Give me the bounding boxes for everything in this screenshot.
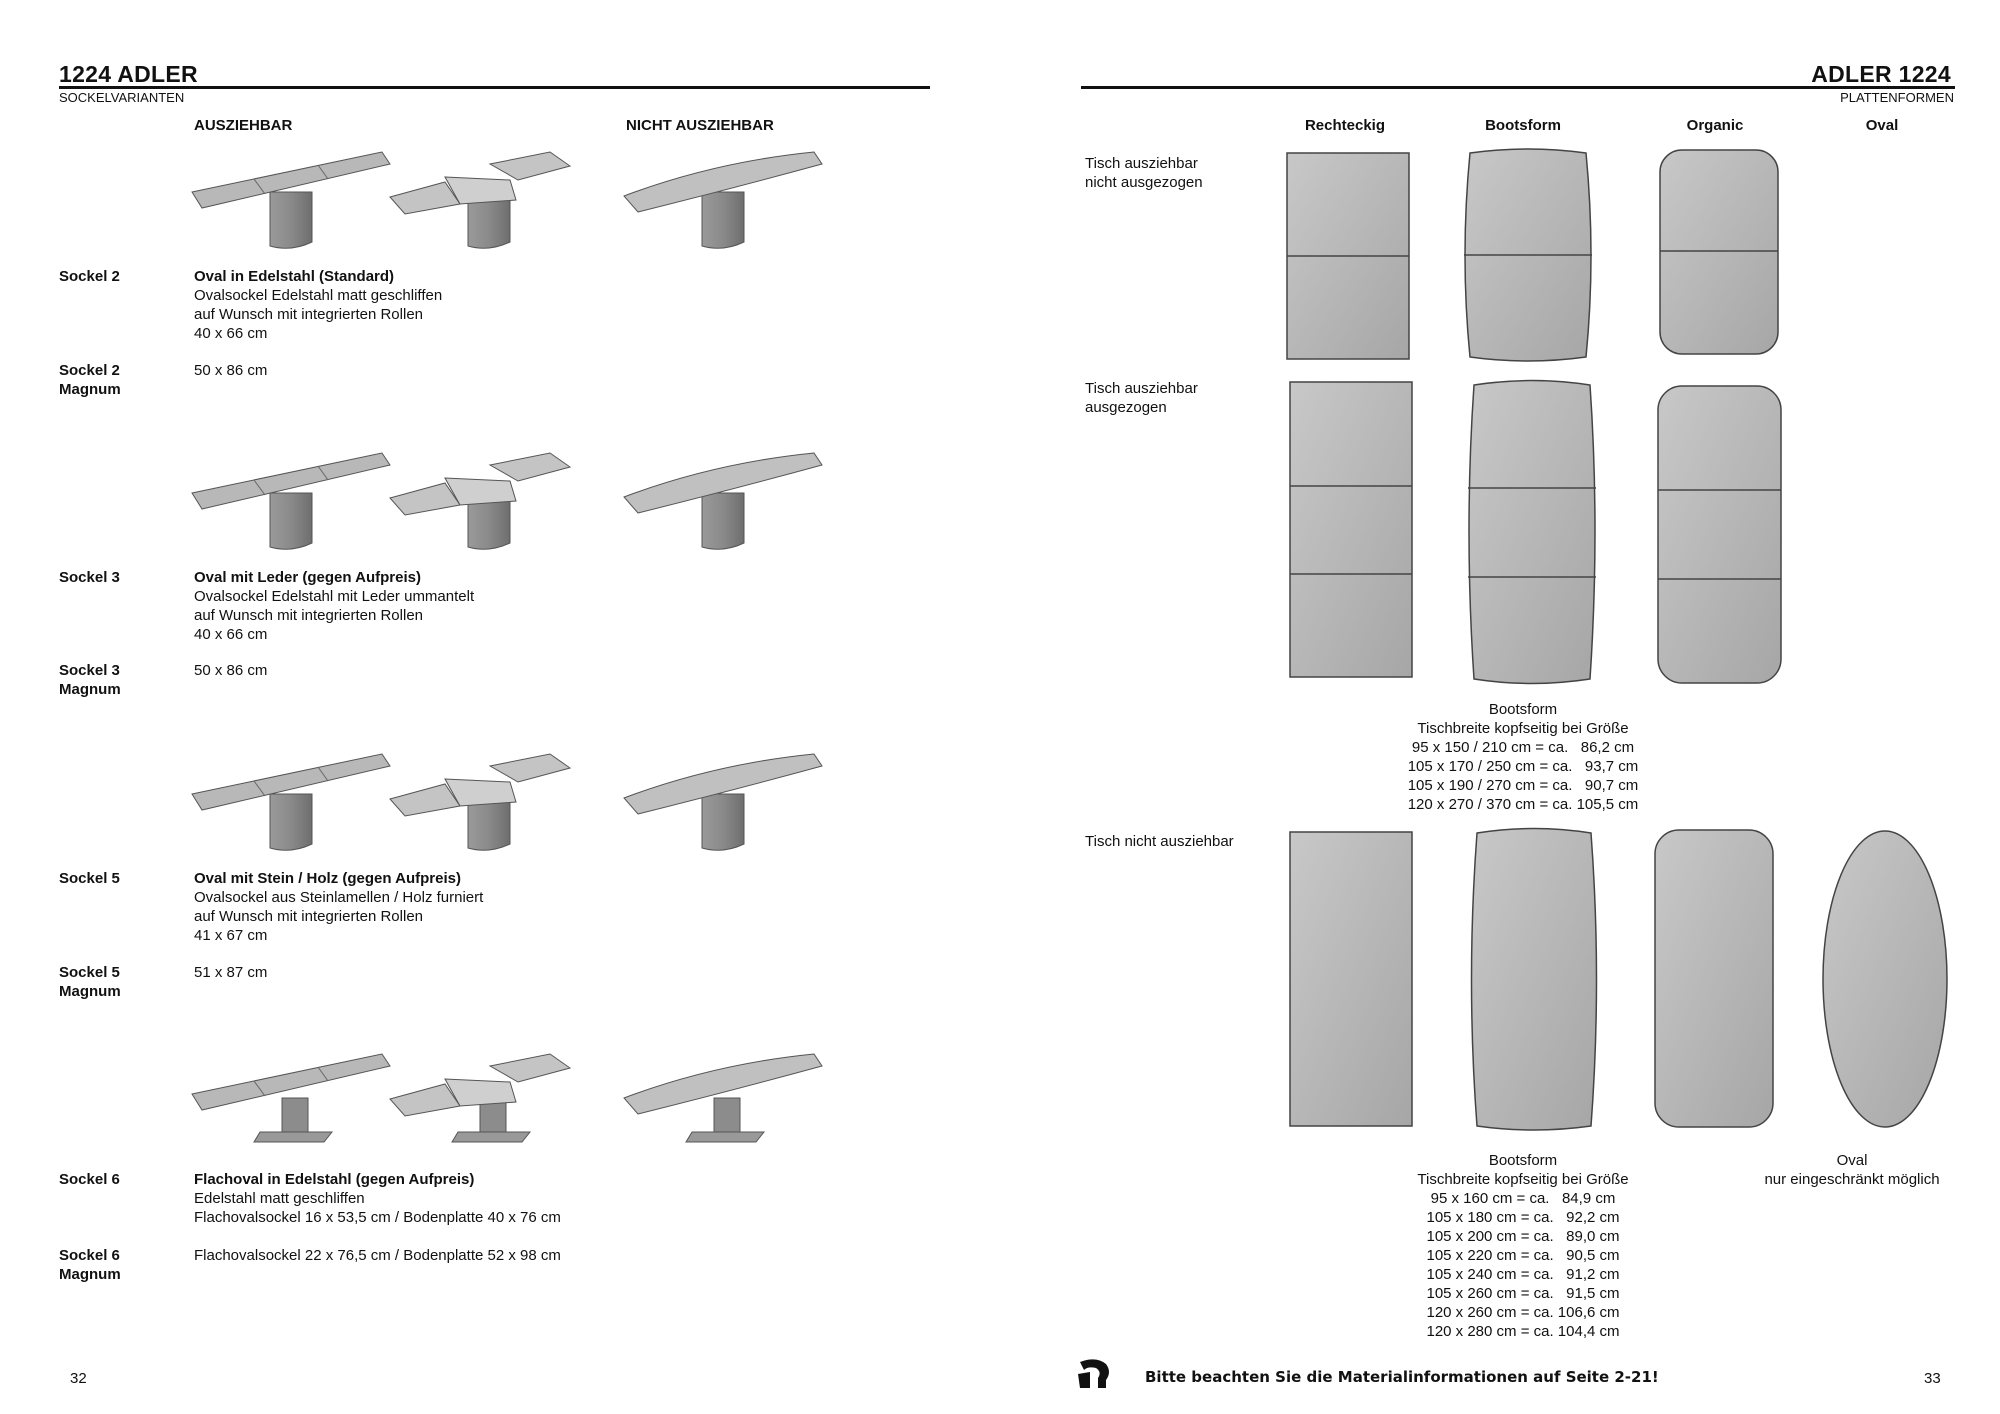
socket-description: Flachoval in Edelstahl (gegen Aufpreis)E… xyxy=(194,1171,561,1226)
socket-label: Sockel 2 xyxy=(59,268,120,285)
socket-description: Oval mit Stein / Holz (gegen Aufpreis)Ov… xyxy=(194,870,484,944)
page-number-right: 33 xyxy=(1924,1370,1941,1387)
shape-oval-fixed xyxy=(1822,830,1948,1128)
socket-label: Sockel 6 xyxy=(59,1171,120,1188)
table-illustration-ext xyxy=(192,1054,392,1154)
table-illustration-fly xyxy=(390,754,590,854)
shape-organic-fixed xyxy=(1654,829,1774,1128)
table-illustration-one xyxy=(624,1054,824,1154)
shape-rect-fixed xyxy=(1289,831,1413,1127)
table-illustration-one xyxy=(624,152,824,252)
socket-magnum-size: 50 x 86 cm xyxy=(194,662,268,679)
col-extendable: AUSZIEHBAR xyxy=(194,117,293,134)
right-page-title: ADLER 1224 xyxy=(1811,61,1951,87)
left-page-subtitle: SOCKELVARIANTEN xyxy=(59,90,185,105)
shape-boat-closed xyxy=(1464,148,1592,362)
page-number-left: 32 xyxy=(70,1370,87,1387)
row-label-not-extendable: Tisch nicht ausziehbar xyxy=(1085,833,1234,850)
header-rule-right xyxy=(1081,86,1955,89)
brand-logo-icon xyxy=(1078,1359,1109,1388)
col-bootsform: Bootsform xyxy=(1485,117,1561,134)
footer-note: Bitte beachten Sie die Materialinformati… xyxy=(1145,1368,1659,1386)
shape-rect-open xyxy=(1289,381,1413,678)
col-oval: Oval xyxy=(1865,117,1899,134)
shape-organic-open xyxy=(1657,385,1782,684)
shape-boat-fixed xyxy=(1470,827,1598,1131)
shape-organic-closed xyxy=(1659,149,1779,355)
col-not-extendable: NICHT AUSZIEHBAR xyxy=(626,117,774,134)
table-illustration-fly xyxy=(390,152,590,252)
socket-label: Sockel 5 xyxy=(59,870,120,887)
socket-label: Sockel 3 xyxy=(59,569,120,586)
socket-description: Oval in Edelstahl (Standard)Ovalsockel E… xyxy=(194,268,443,342)
socket-magnum-size: Flachovalsockel 22 x 76,5 cm / Bodenplat… xyxy=(194,1247,561,1264)
col-organic: Organic xyxy=(1686,117,1744,134)
socket-magnum-size: 51 x 87 cm xyxy=(194,964,268,981)
table-illustration-ext xyxy=(192,754,392,854)
shape-rect-closed xyxy=(1286,152,1410,360)
table-illustration-one xyxy=(624,453,824,553)
table-illustration-ext xyxy=(192,453,392,553)
left-page-title: 1224 ADLER xyxy=(59,61,198,87)
col-rechteckig: Rechteckig xyxy=(1304,117,1386,134)
table-illustration-ext xyxy=(192,152,392,252)
shape-boat-open xyxy=(1468,379,1596,685)
header-rule xyxy=(59,86,930,89)
socket-description: Oval mit Leder (gegen Aufpreis)Ovalsocke… xyxy=(194,569,475,643)
socket-magnum-size: 50 x 86 cm xyxy=(194,362,268,379)
right-page-subtitle: PLATTENFORMEN xyxy=(1840,90,1954,105)
table-illustration-one xyxy=(624,754,824,854)
table-illustration-fly xyxy=(390,453,590,553)
table-illustration-fly xyxy=(390,1054,590,1154)
